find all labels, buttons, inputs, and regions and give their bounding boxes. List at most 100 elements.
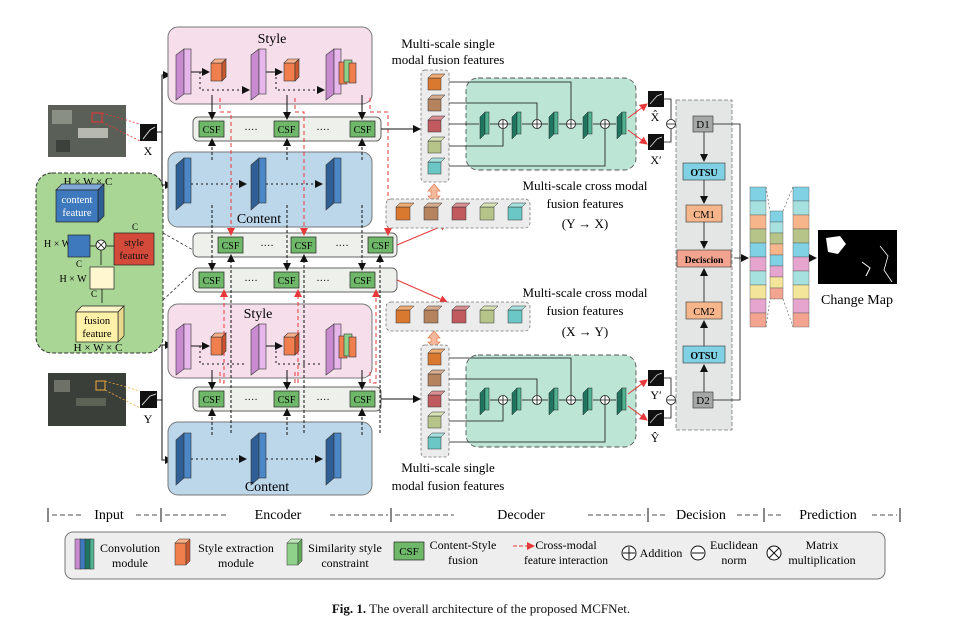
csf-cross2-1-label: CSF: [203, 276, 221, 287]
prediction-column-right: [792, 186, 810, 328]
legend-sim-1: Similarity style: [308, 541, 382, 555]
feat-bottom-4: [427, 411, 446, 429]
prediction-column-mid: [769, 210, 784, 300]
legend-cross-1: Cross-modal: [535, 538, 597, 552]
cross-bottom-5: [507, 305, 527, 324]
feat-bottom-2: [427, 369, 446, 387]
csf-bottom-1-label: CSF: [203, 395, 221, 406]
csf-bottom-2: [273, 390, 300, 408]
legend-conv-2: module: [112, 556, 148, 570]
csf-cross2-3: [349, 271, 376, 289]
csf-top-2-label: CSF: [278, 125, 296, 136]
stage-prediction: Prediction: [799, 508, 857, 523]
euclidean-norm-icon-top: [666, 119, 676, 129]
csf-cross2-2: [273, 271, 300, 289]
style-top-conv-1: [175, 48, 192, 101]
d1-label: D1: [696, 119, 709, 131]
cross-bottom-1: [395, 305, 415, 324]
legend-conv-icon: [74, 538, 95, 570]
cross-xy-label-3: (X → Y): [562, 324, 608, 339]
csf-bottom-dims: H × W × C: [74, 342, 123, 354]
legend-style-1: Style extraction: [198, 541, 274, 555]
csf-top-dots-2: ····: [316, 125, 329, 136]
stage-encoder: Encoder: [255, 508, 302, 523]
content-feature-label-1: content: [62, 195, 93, 206]
fusion-feature-box: [75, 305, 125, 343]
style-bottom-conv-2: [250, 323, 267, 376]
cross-top-3: [451, 202, 471, 221]
csf-top-1-label: CSF: [203, 125, 221, 136]
csf-bottom-dots-2: ····: [316, 395, 329, 406]
euclidean-norm-icon-bottom: [666, 395, 676, 405]
cross-top-5: [507, 202, 527, 221]
style-top-similarity: [338, 59, 357, 85]
content-feature-label-2: feature: [62, 208, 91, 219]
legend-similarity-icon: [286, 538, 303, 566]
caption-text: The overall architecture of the proposed…: [369, 601, 631, 616]
legend-addition: Addition: [640, 546, 683, 560]
out-x-hat-image: [648, 91, 664, 107]
cross-bottom-2: [423, 305, 443, 324]
dec-top-blocks: [479, 111, 627, 140]
out-y-prime-label: Y′: [650, 388, 662, 402]
csf-bottom-3-label: CSF: [354, 395, 372, 406]
legend-matmul-2: multiplication: [788, 553, 855, 567]
content-panel-top-title: Content: [237, 212, 281, 227]
csf-cross2-dots-2: ····: [316, 276, 329, 287]
cross-xy-label-1: Multi-scale cross modal: [523, 285, 648, 300]
csf-cross2-3-label: CSF: [354, 276, 372, 287]
style-top-extract-1: [210, 58, 227, 82]
prediction-column-left: [749, 186, 767, 328]
style-feature-label-2: feature: [119, 251, 148, 262]
style-top-conv-2: [250, 48, 267, 101]
input-x-label: X: [144, 144, 153, 158]
decision-label: Deciscion: [685, 256, 724, 266]
style-panel-top: [167, 26, 373, 105]
dec-bottom-wires: [449, 357, 616, 443]
csf-cross2-dots-1: ····: [244, 276, 257, 287]
dec-bottom-blocks: [479, 387, 627, 416]
input-y-label: Y: [144, 412, 153, 426]
legend-matmul-1: Matrix: [806, 538, 839, 552]
input-y-image: [48, 373, 141, 426]
dec-bottom-addition-icons: [498, 395, 610, 405]
content-top-conv-3: [325, 157, 342, 211]
csf-top-3: [349, 120, 376, 138]
otsu-top-label: OTSU: [690, 168, 717, 179]
legend-style-2: module: [218, 556, 254, 570]
out-y-hat-image: [648, 410, 664, 426]
feat-top-5: [427, 157, 446, 175]
cross-yx-label-2: fusion features: [547, 196, 624, 211]
legend-matmul-icon: [766, 545, 782, 561]
input-y-patch: [140, 391, 157, 408]
d2-label: D2: [696, 395, 709, 407]
stage-input: Input: [94, 508, 124, 523]
csf-cross1-2-label: CSF: [295, 241, 313, 252]
style-panel-bottom-title: Style: [244, 307, 273, 322]
legend-panel: [64, 531, 886, 580]
style-panel-bottom: [167, 303, 373, 379]
feat-top-4: [427, 136, 446, 154]
content-bottom-conv-2: [250, 432, 267, 486]
feat-bottom-1: [427, 348, 446, 366]
content-panel-bottom: [167, 421, 373, 496]
feat-top-3: [427, 115, 446, 133]
stage-decoder: Decoder: [497, 508, 545, 523]
legend-addition-icon: [621, 545, 637, 561]
content-panel-top: [167, 151, 373, 228]
change-map-label: Change Map: [821, 293, 893, 308]
csf-bottom-1: [198, 390, 225, 408]
matrix-multiplication-icon: [95, 239, 107, 251]
csf-cross1-3: [367, 236, 394, 254]
single-bottom-label-2: modal fusion features: [392, 478, 505, 493]
stage-bar: [47, 508, 901, 522]
legend-eucl-1: Euclidean: [710, 538, 758, 552]
c-label-3: C: [91, 289, 97, 299]
csf-cross1-dots-2: ····: [335, 241, 348, 252]
out-y-hat-label: Ŷ: [651, 431, 660, 445]
c-label-2: C: [132, 222, 138, 232]
content-feature-box: [55, 183, 105, 223]
style-bottom-extract-2: [283, 332, 300, 356]
single-top-label-2: modal fusion features: [392, 52, 505, 67]
